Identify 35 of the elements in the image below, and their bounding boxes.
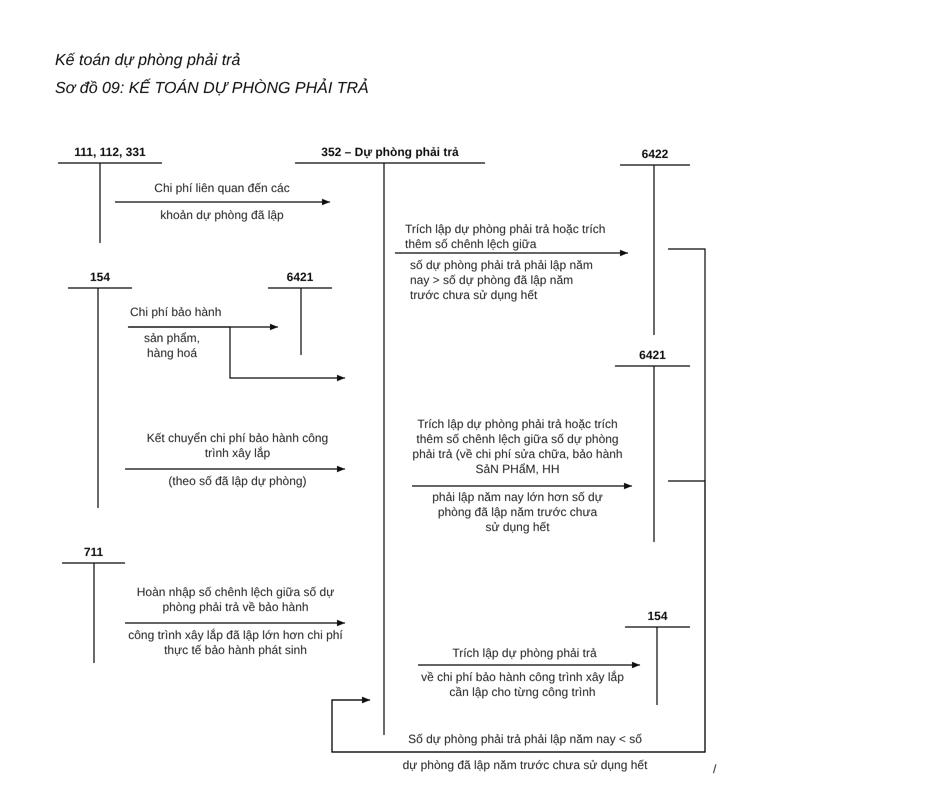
edge-label: Số dự phòng phải trả phải lập năm nay < số xyxy=(407,732,643,747)
edge-label: Trích lập dự phòng phải trả xyxy=(451,646,598,661)
account-number: 711 xyxy=(82,544,104,561)
account-number: 6422 xyxy=(640,146,670,163)
arrow xyxy=(115,198,330,206)
edge-note: (theo số đã lập dự phòng) xyxy=(167,474,308,489)
edge-note: dự phòng đã lập năm trước chưa sử dụng hết xyxy=(402,758,648,773)
account-number: 352 – Dự phòng phải trả xyxy=(320,144,460,161)
edge-label: Trích lập dự phòng phải trả hoặc trích thêm số chênh lệch giữa số dự phòng phải trả (về chi phí sửa chữa, bảo hành SảN PHẩM, HH xyxy=(411,417,624,477)
edge-note: phải lập năm nay lớn hơn số dự phòng đã lập năm trước chưa sử dụng hết xyxy=(431,490,604,535)
account-number: 6421 xyxy=(638,347,667,364)
account-number: 111, 112, 331 xyxy=(73,144,147,161)
edge-note: khoản dự phòng đã lập xyxy=(159,208,285,223)
arrow xyxy=(395,250,628,256)
edge-note: sản phẩm, hàng hoá xyxy=(142,331,202,361)
account-number: 6421 xyxy=(286,269,314,286)
diagram-subtitle: Sơ đồ 09: KẾ TOÁN DỰ PHÒNG PHẢI TRẢ xyxy=(55,80,369,98)
edge-label: Hoàn nhập số chênh lệch giữa số dự phòng phải trả về bảo hành xyxy=(136,585,336,615)
arrow xyxy=(412,482,632,490)
arrow xyxy=(128,326,345,382)
edge-label: Chi phí bảo hành xyxy=(130,305,222,320)
edge-label: Chi phí liên quan đến các xyxy=(153,181,291,196)
edge-label: Kết chuyển chi phí bảo hành công trình xây lắp xyxy=(146,431,330,461)
stray-mark: / xyxy=(713,762,718,777)
edge-note: về chi phí bảo hành công trình xây lắp cần lập cho từng công trình xyxy=(420,670,625,700)
account-number: 154 xyxy=(88,269,112,286)
arrow xyxy=(331,480,706,753)
edge-note: công trình xây lắp đã lập lớn hơn chi phí thực tế bảo hành phát sinh xyxy=(128,628,343,658)
arrow xyxy=(418,662,640,668)
account-number: 154 xyxy=(646,608,669,625)
arrow xyxy=(125,620,345,626)
edge-label: Trích lập dự phòng phải trả hoặc trích thêm số chênh lệch giữa xyxy=(405,222,606,252)
diagram-title: Kế toán dự phòng phải trả xyxy=(55,52,240,70)
edge-note: số dự phòng phải trả phải lập năm nay > số dự phòng đã lập năm trước chưa sử dụng hết xyxy=(410,258,594,303)
arrow xyxy=(125,466,345,472)
